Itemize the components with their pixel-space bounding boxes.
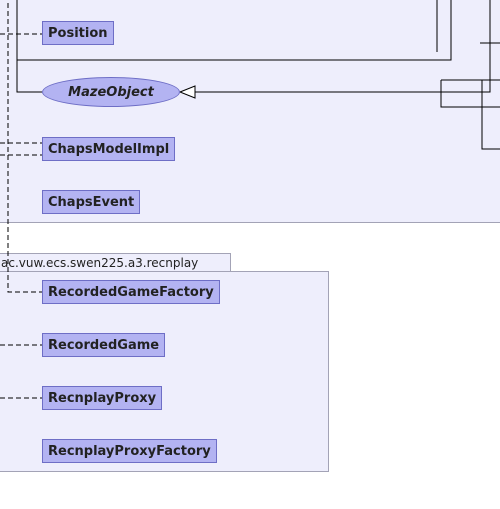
class-position[interactable]: Position: [42, 21, 114, 45]
interface-maze-object[interactable]: MazeObject: [42, 77, 180, 107]
class-chaps-event[interactable]: ChapsEvent: [42, 190, 141, 214]
dependency-line-recorded-game-factory: [7, 0, 42, 293]
class-chaps-model-impl-label: ChapsModelImpl: [48, 141, 170, 157]
association-line-upper: [17, 0, 452, 61]
package-recnplay-body: [0, 271, 329, 472]
interface-maze-object-label: MazeObject: [68, 84, 154, 100]
association-line-right-c: [481, 80, 500, 150]
association-line-right-b: [440, 80, 500, 108]
realization-arrowhead: [178, 85, 196, 99]
class-recnplay-proxy-factory-label: RecnplayProxyFactory: [48, 443, 211, 459]
class-chaps-event-label: ChapsEvent: [48, 194, 135, 210]
class-position-label: Position: [48, 25, 108, 41]
realization-line-outer: [195, 0, 491, 93]
class-recorded-game-label: RecordedGame: [48, 337, 160, 353]
class-chaps-model-impl[interactable]: ChapsModelImpl: [42, 137, 176, 161]
class-recorded-game[interactable]: RecordedGame: [42, 333, 166, 357]
class-recnplay-proxy-label: RecnplayProxy: [48, 390, 157, 406]
package-recnplay-tab[interactable]: ac.vuw.ecs.swen225.a3.recnplay: [0, 253, 231, 272]
class-recorded-game-factory-label: RecordedGameFactory: [48, 284, 214, 300]
class-recorded-game-factory[interactable]: RecordedGameFactory: [42, 280, 220, 304]
class-recnplay-proxy[interactable]: RecnplayProxy: [42, 386, 163, 410]
package-recnplay-name: ac.vuw.ecs.swen225.a3.recnplay: [1, 256, 199, 270]
class-recnplay-proxy-factory[interactable]: RecnplayProxyFactory: [42, 439, 217, 463]
association-line-maze-left: [16, 0, 42, 93]
